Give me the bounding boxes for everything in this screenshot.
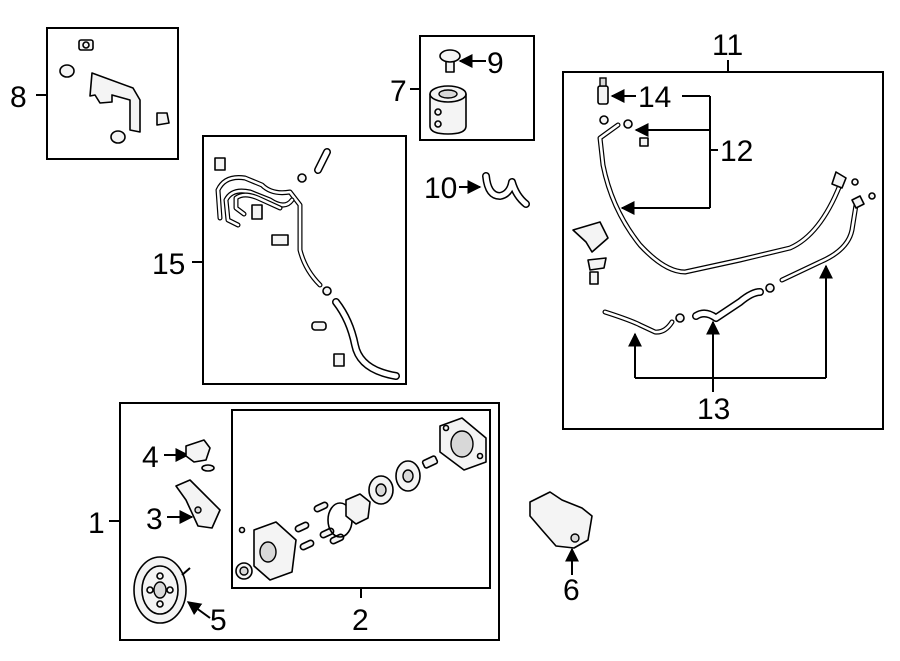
group-1-pump-assembly: 1 4 3 5 2	[88, 402, 500, 641]
group-15-lines: 15	[152, 135, 407, 385]
pump-housing-part	[235, 521, 297, 581]
group-2-pump-internals: 2	[231, 409, 491, 637]
bracket-3-part	[175, 479, 221, 529]
fitting-4-part	[185, 439, 215, 472]
callout-13[interactable]: 13	[697, 393, 730, 426]
group-11-return-lines: 11	[562, 29, 884, 430]
part-6-bracket: 6	[529, 491, 593, 607]
callout-14[interactable]: 14	[638, 81, 671, 114]
callout-15[interactable]: 15	[152, 248, 185, 281]
lines-12-part	[572, 115, 859, 285]
callout-12[interactable]: 12	[720, 135, 753, 168]
callout-7[interactable]: 7	[390, 75, 407, 108]
group-7-reservoir: 7 9	[390, 35, 535, 141]
pump-rotor-part	[345, 455, 439, 525]
pump-cover-part	[439, 417, 487, 471]
callout-1[interactable]: 1	[88, 507, 105, 540]
callout-5[interactable]: 5	[210, 604, 227, 637]
sensor-14-part	[597, 77, 609, 105]
group-8-bracket-kit: 8	[10, 27, 179, 160]
callout-2[interactable]: 2	[352, 604, 369, 637]
pulley-5-part	[133, 556, 191, 624]
callout-11[interactable]: 11	[712, 29, 743, 62]
bracket-8-part	[59, 39, 170, 144]
part-10-hose: 10	[424, 172, 530, 208]
box-11	[562, 71, 884, 430]
arrow-5	[186, 601, 211, 619]
lines-15-part	[214, 148, 400, 380]
callout-6[interactable]: 6	[563, 574, 580, 607]
lines-13-part	[602, 192, 876, 335]
reservoir-cap-9-part	[439, 49, 461, 73]
callout-8[interactable]: 8	[10, 81, 27, 114]
reservoir-part	[429, 85, 467, 135]
callout-3[interactable]: 3	[146, 503, 163, 536]
callout-9[interactable]: 9	[487, 47, 504, 80]
callout-4[interactable]: 4	[142, 441, 159, 474]
callout-10[interactable]: 10	[424, 172, 457, 205]
